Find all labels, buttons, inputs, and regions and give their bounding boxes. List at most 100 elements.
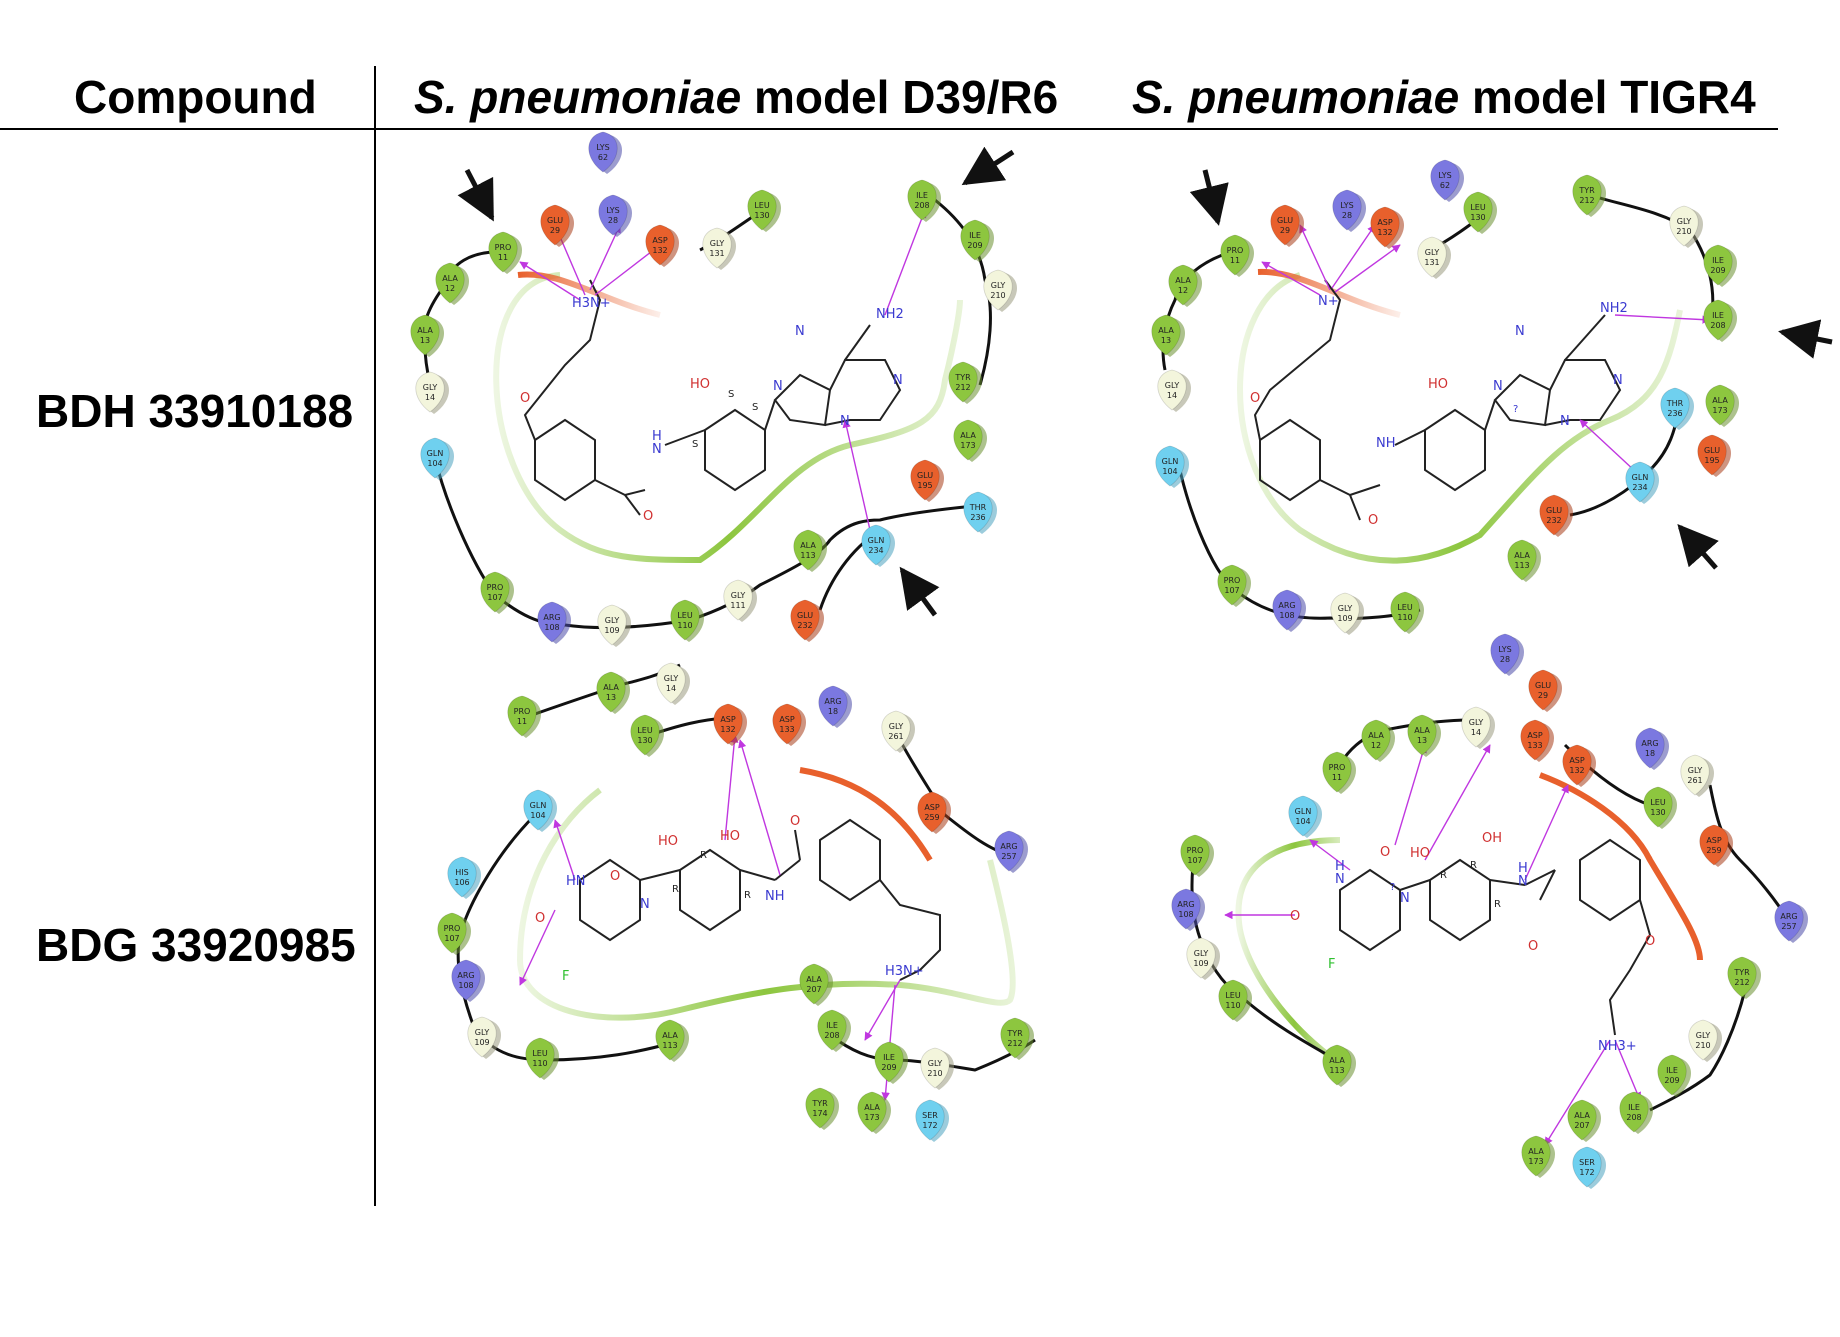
residue-name: ALA [1414, 726, 1430, 735]
pocket-contour [1257, 268, 1401, 318]
residue-name: ILE [883, 1053, 895, 1062]
residue-name: ILE [969, 231, 981, 240]
residue-number: 261 [888, 732, 903, 741]
atom-label: O [1645, 934, 1655, 949]
residue-body [1562, 744, 1592, 786]
compound-label-2: BDG 33920985 [36, 919, 356, 971]
residue-name: ASP [924, 803, 940, 812]
residue-body [507, 695, 537, 737]
residue-body [994, 830, 1024, 872]
pocket-contour [1538, 772, 1703, 961]
residue-number: 28 [1500, 655, 1510, 664]
residue-number: 172 [1579, 1168, 1594, 1177]
residue-number: 11 [498, 253, 508, 262]
residue-body [1157, 369, 1187, 411]
tigr4-model-text: model TIGR4 [1459, 71, 1756, 123]
residue-number: 13 [606, 693, 616, 702]
residue-name: PRO [1227, 246, 1244, 255]
residue-name: GLY [1696, 1031, 1711, 1040]
residue-body [1180, 834, 1210, 876]
residue-number: 109 [1193, 959, 1208, 968]
residue-number: 110 [1397, 613, 1412, 622]
pocket-contour [516, 787, 1016, 1021]
residue-body [920, 1047, 950, 1089]
atom-label: NH3+ [1598, 1039, 1637, 1054]
residue-body [793, 529, 823, 571]
atom-label: S [692, 439, 698, 450]
residue-name: GLN [1295, 807, 1312, 816]
backbone-chain [699, 198, 992, 386]
residue-number: 232 [1546, 516, 1561, 525]
residue-name: ARG [1780, 912, 1797, 921]
residue-name: ARG [543, 613, 560, 622]
pointer-arrow [899, 566, 940, 617]
residue-number: 212 [1579, 196, 1594, 205]
atom-label: O [1368, 513, 1378, 528]
residue-number: 130 [754, 211, 769, 220]
residue-number: 108 [1279, 611, 1294, 620]
residue-number: 113 [1329, 1066, 1344, 1075]
residue-body [1727, 956, 1757, 998]
residue-number: 18 [1645, 749, 1655, 758]
residue-number: 11 [517, 717, 527, 726]
residue-number: 131 [1424, 258, 1439, 267]
residue-number: 132 [1377, 228, 1392, 237]
residue-body [588, 131, 618, 173]
atom-label: N [1518, 874, 1528, 889]
atom-label: O [535, 911, 545, 926]
residue-number: 209 [881, 1063, 896, 1072]
ligand-skeleton [1339, 838, 1652, 1036]
atom-label: N [1515, 324, 1525, 339]
residue-name: GLN [1632, 473, 1649, 482]
residue-number: 210 [927, 1069, 942, 1078]
residue-name: ALA [1175, 276, 1191, 285]
atom-label: HO [690, 377, 710, 392]
atom-label: R [744, 890, 751, 901]
residue-body [655, 1019, 685, 1061]
residue-number: 132 [720, 725, 735, 734]
residue-body [790, 599, 820, 641]
residue-number: 12 [1178, 286, 1188, 295]
atom-label: F [562, 969, 569, 984]
atom-label: HO [1410, 846, 1430, 861]
residue-body [1521, 1135, 1551, 1177]
residue-name: LYS [1340, 201, 1353, 210]
residue-number: 130 [1470, 213, 1485, 222]
residue-body [1635, 727, 1665, 769]
residue-number: 108 [544, 623, 559, 632]
atom-label: N [1560, 414, 1570, 429]
residue-body [702, 227, 732, 269]
residue-number: 257 [1001, 852, 1016, 861]
residue-number: 209 [967, 241, 982, 250]
atom-label: O [1290, 909, 1300, 924]
residue-name: ILE [916, 191, 928, 200]
residue-body [1330, 592, 1360, 634]
residue-body [437, 912, 467, 954]
residue-name: ALA [1158, 326, 1174, 335]
atom-label: R [1470, 860, 1477, 871]
ligand-skeleton [579, 818, 941, 981]
d39-species: S. pneumoniae [414, 71, 742, 123]
residue-body [963, 491, 993, 533]
atom-label: O [1528, 939, 1538, 954]
atom-label: O [1380, 845, 1390, 860]
residue-body [1361, 719, 1391, 761]
residue-number: 130 [637, 736, 652, 745]
atom-labels: H N O O F N ? HO OH H N O O NH3+ R R R [1290, 831, 1655, 1054]
residue-name: LEU [1397, 603, 1413, 612]
